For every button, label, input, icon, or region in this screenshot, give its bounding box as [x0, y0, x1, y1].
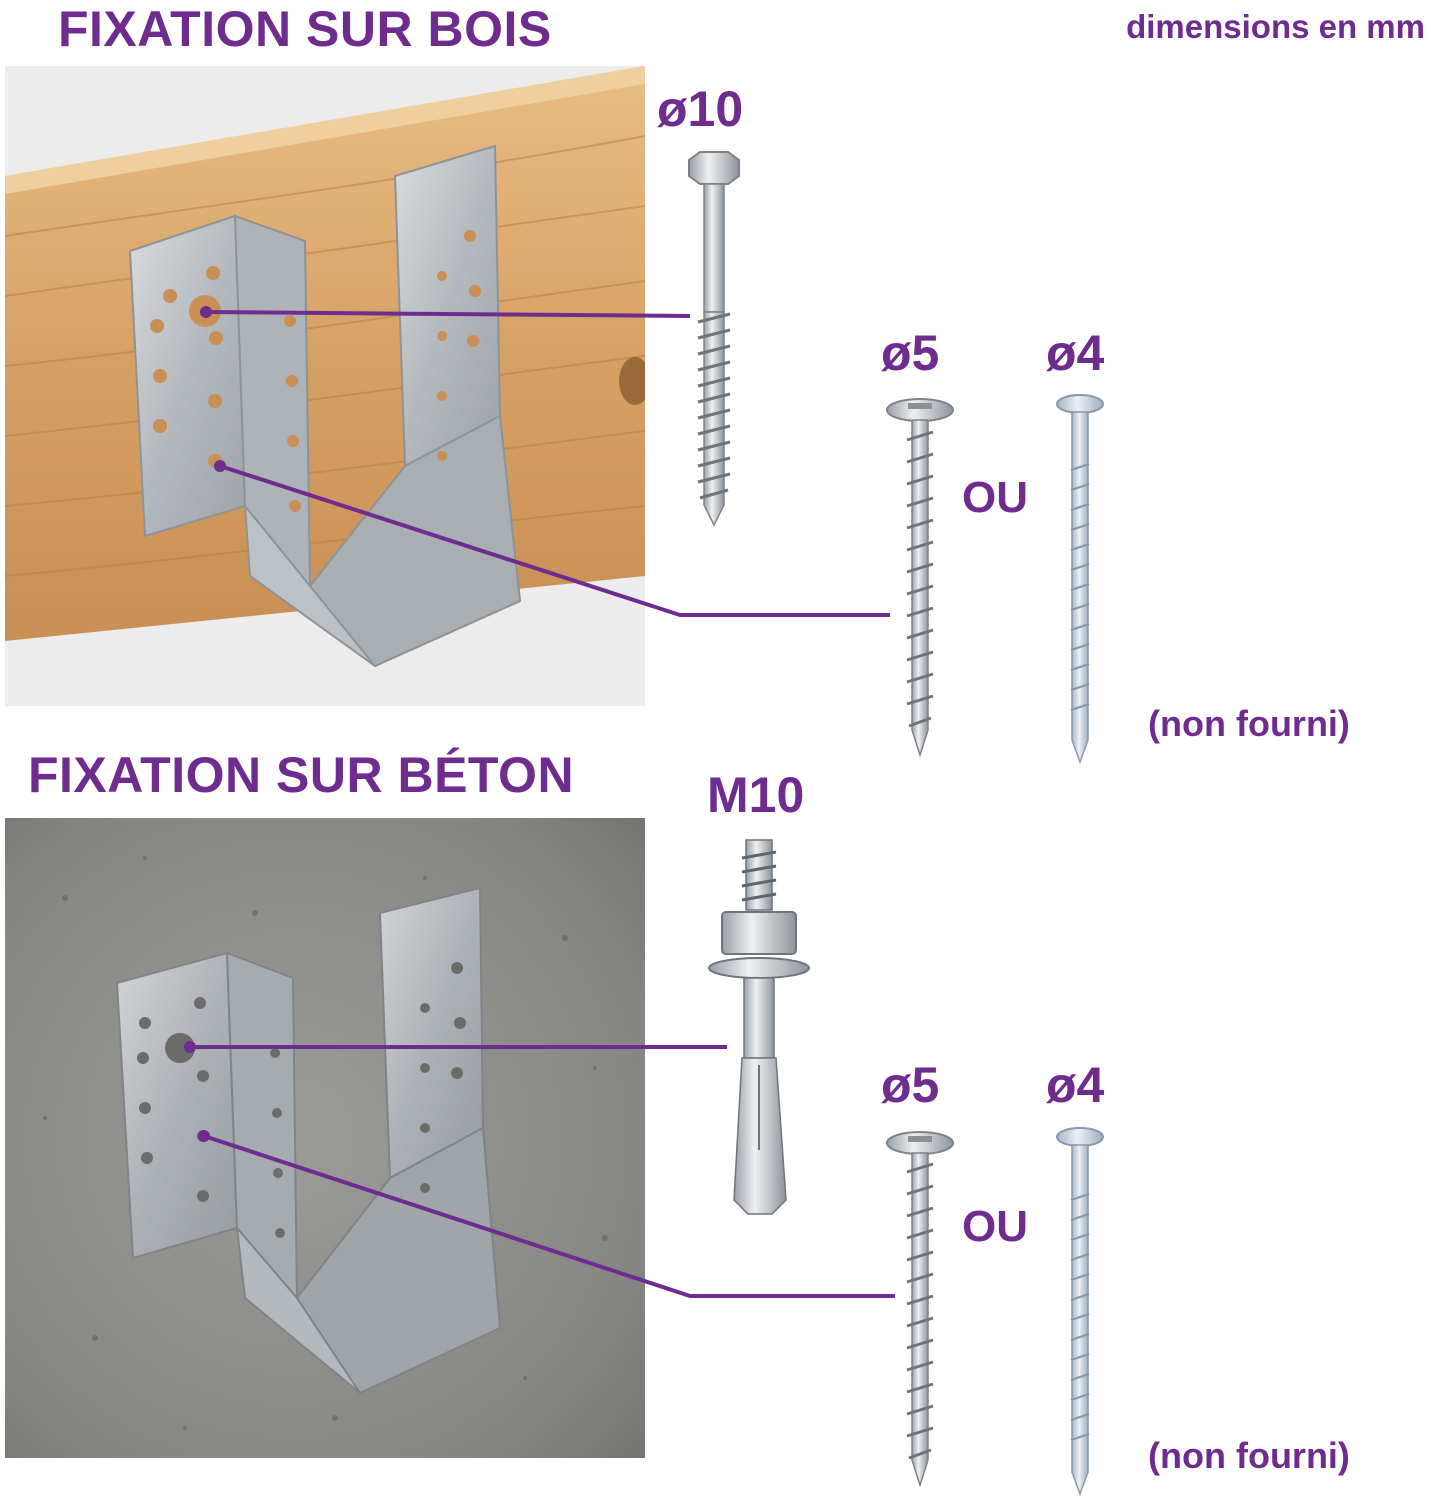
wood-or-label: OU	[962, 473, 1028, 522]
joist-hanger-concrete-icon	[115, 886, 502, 1395]
wood-screw-diameter-label: ø5	[881, 325, 940, 381]
concrete-or-label: OU	[962, 1202, 1028, 1251]
concrete-small-hole-leader	[203, 1134, 895, 1298]
lag-screw-icon	[688, 151, 740, 527]
lag-screw-diameter-label: ø10	[657, 81, 744, 137]
concrete-nail-icon	[1056, 1127, 1104, 1497]
wood-nail-diameter-label: ø4	[1046, 325, 1105, 381]
wood-screw-icon	[886, 398, 954, 758]
wood-not-supplied-note: (non fourni)	[1148, 703, 1350, 744]
concrete-screw-diameter-label: ø5	[881, 1057, 940, 1113]
wood-small-hole-leader	[219, 464, 890, 617]
ring-shank-nail-icon	[1056, 394, 1104, 765]
wood-section-title: FIXATION SUR BOIS	[58, 1, 552, 57]
concrete-wall-photo	[5, 818, 645, 1458]
concrete-not-supplied-note: (non fourni)	[1148, 1435, 1350, 1476]
anchor-size-label: M10	[707, 767, 805, 823]
wedge-anchor-icon	[708, 839, 810, 1215]
concrete-nail-diameter-label: ø4	[1046, 1057, 1105, 1113]
concrete-section-title: FIXATION SUR BÉTON	[28, 747, 575, 803]
wood-large-hole-leader	[205, 310, 691, 318]
units-label: dimensions en mm	[1126, 8, 1425, 45]
concrete-screw-icon	[886, 1131, 954, 1488]
wood-beam-photo	[5, 66, 645, 706]
joist-hanger-icon	[128, 144, 522, 668]
